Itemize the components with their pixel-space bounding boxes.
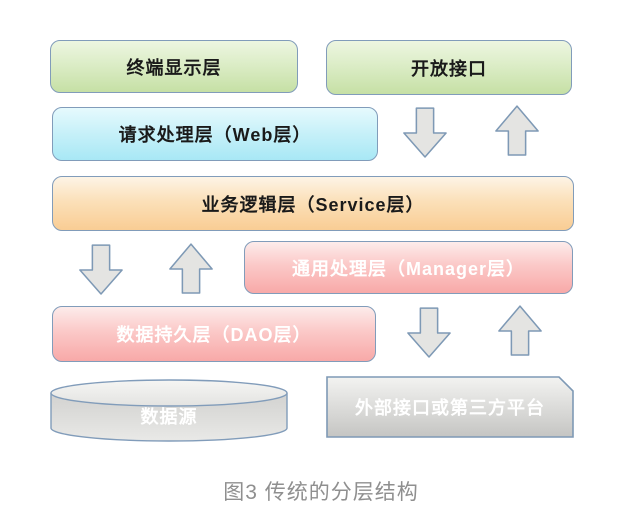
node-external-platform: 外部接口或第三方平台 — [355, 397, 545, 418]
node-manager-layer: 通用处理层（Manager层） — [244, 241, 573, 294]
node-service-layer: 业务逻辑层（Service层） — [52, 176, 574, 231]
up-arrow-icon — [169, 243, 213, 294]
down-arrow-icon — [79, 244, 123, 295]
up-arrow-icon — [498, 305, 542, 356]
down-arrow-icon — [403, 107, 447, 158]
node-terminal-display-layer: 终端显示层 — [50, 40, 298, 93]
node-datasource: 数据源 — [140, 407, 198, 427]
node-web-layer: 请求处理层（Web层） — [52, 107, 378, 161]
figure-caption: 图3 传统的分层结构 — [223, 481, 419, 504]
node-dao-layer: 数据持久层（DAO层） — [52, 306, 376, 362]
node-open-api: 开放接口 — [326, 40, 572, 95]
up-arrow-icon — [495, 105, 539, 156]
external-platform-shape — [326, 376, 574, 438]
down-arrow-icon — [407, 307, 451, 358]
datasource-cylinder-shape — [50, 379, 288, 442]
